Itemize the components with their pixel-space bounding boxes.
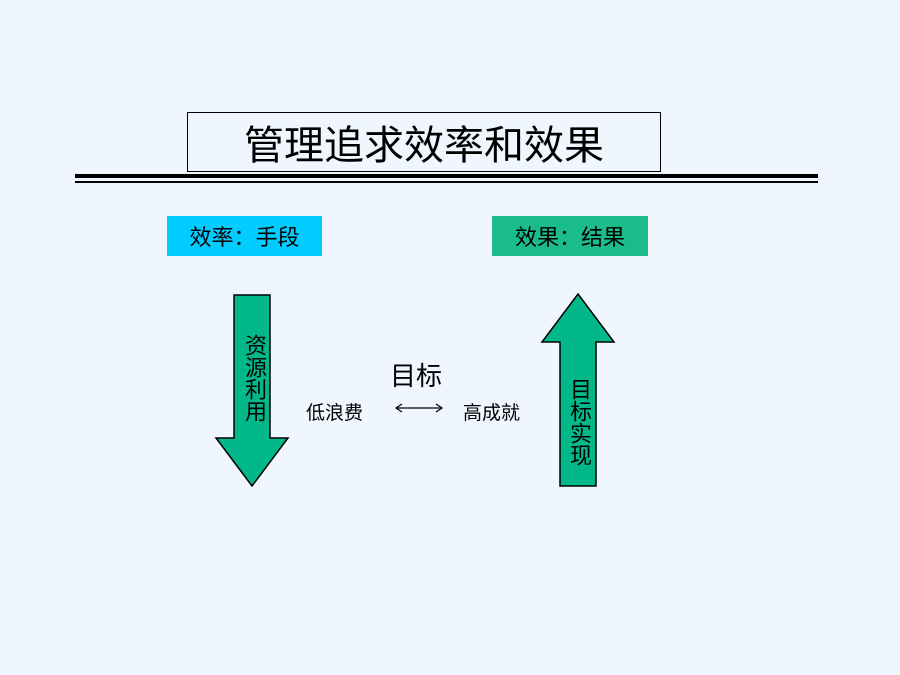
efficiency-label-box: 效率：手段 [167,216,322,256]
goal-achievement-label: 目标实现 [566,378,591,466]
up-arrow-icon [540,292,616,487]
effectiveness-label-box: 效果：结果 [492,216,648,256]
goal-label: 目标 [390,362,443,392]
low-waste-label: 低浪费 [306,402,364,424]
resource-utilization-label: 资源利用 [241,334,266,422]
efficiency-label: 效率：手段 [189,226,300,251]
high-achievement-label: 高成就 [463,402,521,424]
left-right-arrow-icon [394,403,444,413]
title-underline-thick [75,174,818,178]
effectiveness-label: 效果：结果 [514,226,625,251]
title-underline-thin [75,181,818,183]
down-arrow-icon [214,294,290,488]
page-title: 管理追求效率和效果 [187,112,661,172]
